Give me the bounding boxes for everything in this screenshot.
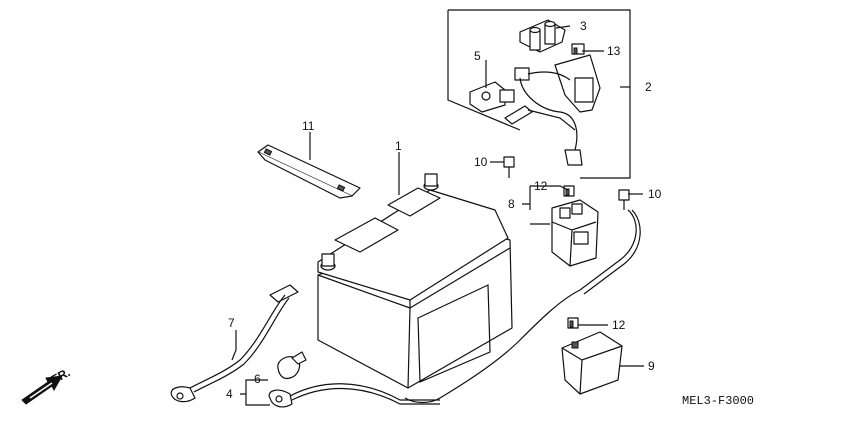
battery-cable: [268, 383, 440, 408]
bolt-10-right: [618, 189, 630, 210]
callout-13: 13: [607, 44, 621, 58]
callout-11: 11: [302, 119, 315, 133]
front-direction-arrow-icon: [21, 375, 63, 405]
assembly-bracket-2: [447, 9, 631, 179]
battery-strap: [257, 144, 361, 199]
fuse-13: [571, 43, 585, 55]
callout-8: 8: [508, 197, 515, 211]
callout-10-right: 10: [648, 187, 662, 201]
callout-2: 2: [645, 80, 652, 94]
fuse-12-upper: [563, 185, 575, 197]
battery: [317, 173, 513, 389]
diagram-code: MEL3-F3000: [682, 394, 754, 408]
ground-cable: [170, 284, 299, 403]
bolt-10-upper: [503, 156, 515, 178]
starter-relay: [551, 199, 599, 267]
callout-9: 9: [648, 359, 655, 373]
callout-5: 5: [474, 49, 481, 63]
terminal-cover: [519, 19, 566, 53]
relay-cable: [404, 209, 637, 404]
callout-7: 7: [228, 316, 235, 330]
fuse-harness: [504, 54, 601, 166]
callout-3: 3: [580, 19, 587, 33]
callout-12-lower: 12: [612, 318, 626, 332]
callout-6: 6: [254, 372, 261, 386]
fuse-12-lower: [567, 317, 579, 329]
callout-10-upper: 10: [474, 155, 488, 169]
callout-12-upper: 12: [534, 179, 548, 193]
leader-lines: [231, 25, 644, 406]
terminal-bracket: [469, 81, 515, 113]
terminal-cap: [277, 351, 307, 380]
fuse-box-cover: [561, 331, 623, 395]
callout-4: 4: [226, 387, 233, 401]
callout-1: 1: [395, 139, 402, 153]
